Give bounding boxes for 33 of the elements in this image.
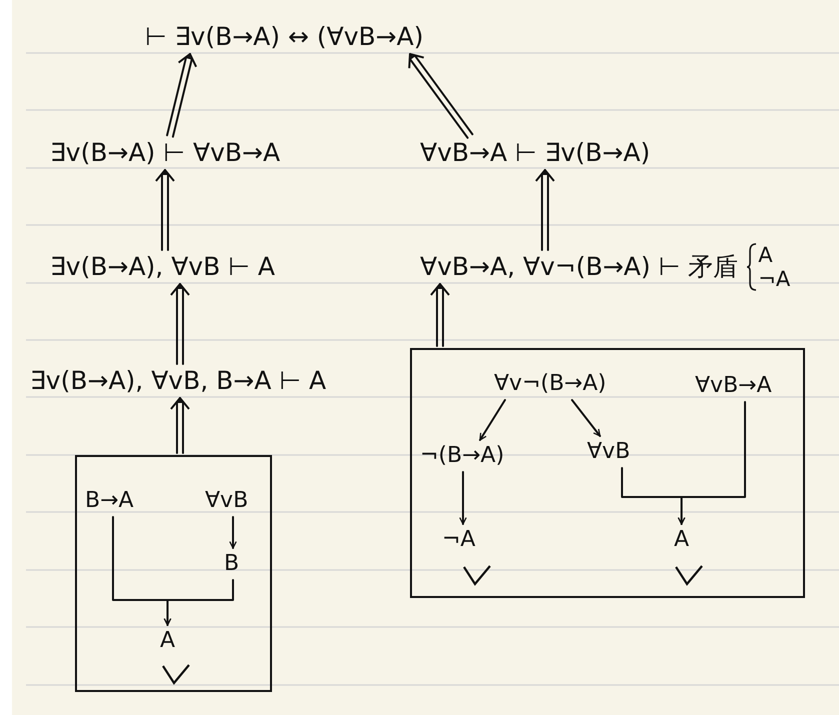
arrow — [459, 471, 467, 525]
formula-text: ∀vB→A — [695, 372, 772, 400]
double-arrow — [170, 283, 190, 365]
formula-text: ¬(B→A) — [420, 442, 504, 470]
formula-text: ⊢ ∃v(B→A) ↔ (∀vB→A) — [145, 22, 424, 52]
formula-text: ∀vB — [587, 438, 630, 466]
double-arrow — [166, 53, 198, 138]
formula-text: ∃v(B→A), ∀vB ⊢ A — [50, 252, 276, 282]
double-arrow — [170, 397, 190, 454]
formula-text: A — [674, 526, 690, 554]
arrow — [678, 401, 746, 525]
double-arrow — [408, 53, 474, 139]
formula-text: ∀vB — [205, 487, 248, 515]
double-arrow — [430, 283, 450, 347]
proof-frame — [410, 348, 805, 598]
double-arrow — [535, 169, 555, 251]
formula-text: A — [160, 627, 176, 655]
arrow — [164, 579, 234, 626]
arrow — [479, 399, 506, 441]
formula-text: ∀vB→A ⊢ ∃v(B→A) — [420, 138, 650, 168]
arrow — [229, 516, 237, 549]
formula-text: ∃v(B→A), ∀vB, B→A ⊢ A — [30, 366, 326, 396]
case-text: A — [758, 243, 774, 267]
formula-text: ¬A — [442, 526, 476, 554]
arrow — [571, 399, 601, 437]
proof-frame — [75, 455, 272, 692]
case-text: ¬A — [758, 267, 790, 291]
formula-text: ∃v(B→A) ⊢ ∀vB→A — [50, 138, 280, 168]
double-arrow — [155, 169, 175, 251]
formula-text: ∀vB→A, ∀v¬(B→A) ⊢ 矛盾 — [420, 252, 738, 282]
formula-text: B — [224, 550, 240, 578]
formula-text: B→A — [85, 487, 134, 515]
formula-text: ∀v¬(B→A) — [494, 370, 606, 398]
